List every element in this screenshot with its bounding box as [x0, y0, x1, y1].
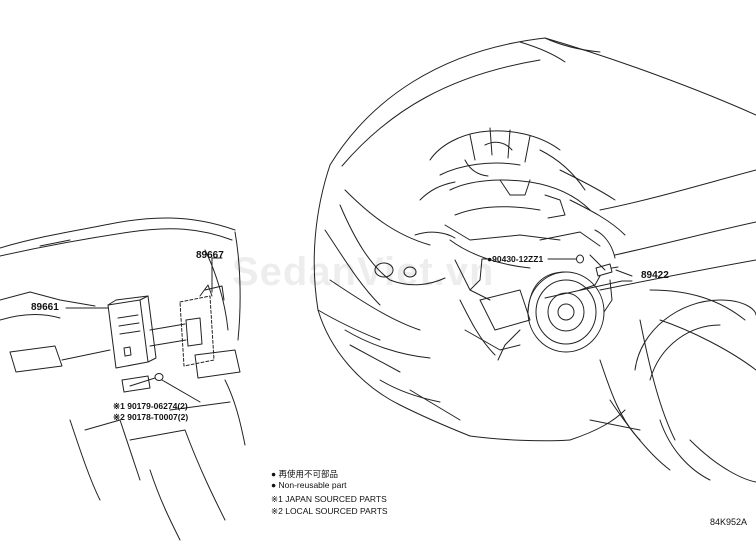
part-note-2: ※2 90178-T0007(2) [113, 412, 189, 422]
legend-local-sourced: ※2 LOCAL SOURCED PARTS [271, 506, 388, 516]
vehicle-drawing [313, 37, 756, 483]
part-label-bolt: ●90430-12ZZ1 [487, 254, 544, 264]
right-leaders [469, 258, 633, 299]
watermark: SedanViet.vn [232, 250, 495, 294]
dashboard-drawing [0, 217, 246, 541]
part-label-89667: 89667 [196, 250, 224, 261]
left-leaders [65, 257, 223, 403]
legend-en: ● Non-reusable part [271, 480, 347, 490]
part-note-1: ※1 90179-06274(2) [113, 401, 188, 411]
part-label-89422: 89422 [641, 270, 669, 281]
part-label-89661: 89661 [31, 302, 59, 313]
legend-japan-sourced: ※1 JAPAN SOURCED PARTS [271, 494, 387, 504]
legend-jp: ● 再使用不可部品 [271, 469, 338, 479]
diagram-code: 84K952A [710, 517, 748, 527]
